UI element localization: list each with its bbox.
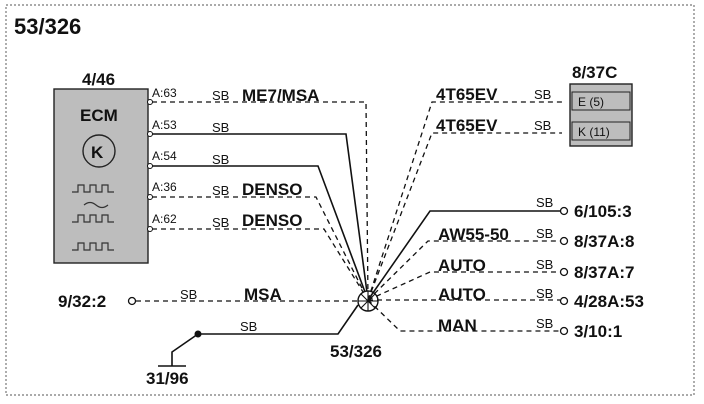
terminal-ref: 8/37A:8 bbox=[574, 232, 634, 251]
pin-label: A:62 bbox=[152, 212, 177, 226]
ecm-symbol: K bbox=[91, 143, 104, 162]
terminal-ref: 6/105:3 bbox=[574, 202, 632, 221]
wire-color: SB bbox=[180, 287, 197, 302]
wire-label: MSA bbox=[244, 285, 282, 304]
wire-color: SB bbox=[212, 183, 229, 198]
ecm-box bbox=[53, 88, 149, 264]
ground-icon bbox=[158, 304, 359, 367]
ecm-name: ECM bbox=[80, 106, 118, 125]
ground-ref: 31/96 bbox=[146, 369, 189, 388]
wire-label: AUTO bbox=[438, 285, 486, 304]
wire-color: SB bbox=[536, 257, 553, 272]
wire-color: SB bbox=[536, 286, 553, 301]
splice-icon bbox=[357, 290, 379, 312]
terminal-ref: 4/28A:53 bbox=[574, 292, 644, 311]
wire-color: SB bbox=[240, 319, 257, 334]
wire-label: AW55-50 bbox=[438, 225, 509, 244]
relay-symbol-icon bbox=[82, 134, 116, 168]
wire-color: SB bbox=[536, 195, 553, 210]
wire-color: SB bbox=[212, 215, 229, 230]
diagram-frame bbox=[5, 4, 695, 396]
wire-color: SB bbox=[534, 118, 551, 133]
module-pin-label: K (11) bbox=[578, 125, 610, 139]
wire-color: SB bbox=[212, 152, 229, 167]
module-pin bbox=[571, 121, 631, 141]
left-connector: 9/32:2 bbox=[58, 292, 106, 311]
module-pin bbox=[571, 91, 631, 111]
module-pin-label: E (5) bbox=[578, 95, 604, 109]
wire-color: SB bbox=[536, 226, 553, 241]
wire-label: DENSO bbox=[242, 180, 302, 199]
wire-label: AUTO bbox=[438, 256, 486, 275]
ecm-pulse-icon bbox=[72, 184, 114, 251]
pin-label: A:36 bbox=[152, 180, 177, 194]
ecm-ref: 4/46 bbox=[82, 70, 115, 89]
diagram-title: 53/326 bbox=[14, 14, 81, 39]
terminal-ref: 3/10:1 bbox=[574, 322, 622, 341]
wire-label: ME7/MSA bbox=[242, 86, 319, 105]
wire-color: SB bbox=[212, 88, 229, 103]
wire-color: SB bbox=[212, 120, 229, 135]
terminal-icons bbox=[559, 206, 569, 336]
module-ref: 8/37C bbox=[572, 63, 617, 82]
connector-icon bbox=[127, 296, 137, 306]
wire-label: DENSO bbox=[242, 211, 302, 230]
wire-label: 4T65EV bbox=[436, 116, 498, 135]
pin-label: A:63 bbox=[152, 86, 177, 100]
wire-label: MAN bbox=[438, 316, 477, 335]
splice-label: 53/326 bbox=[330, 342, 382, 361]
wire-color: SB bbox=[534, 87, 551, 102]
terminal-ref: 8/37A:7 bbox=[574, 263, 634, 282]
wire-color: SB bbox=[536, 316, 553, 331]
ecm-wires bbox=[152, 101, 369, 301]
wire-label: 4T65EV bbox=[436, 85, 498, 104]
pin-label: A:53 bbox=[152, 118, 177, 132]
pin-label: A:54 bbox=[152, 149, 177, 163]
